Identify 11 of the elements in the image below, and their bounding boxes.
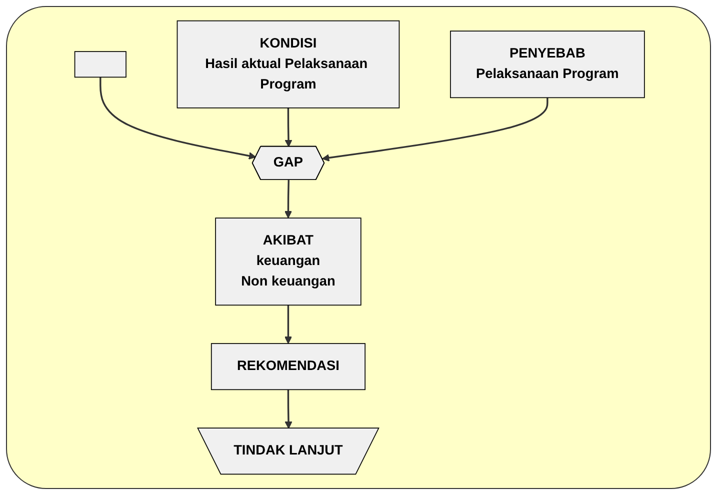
node-box: KONDISI Hasil aktual Pelaksanaan Program [176,20,400,108]
node-box [74,51,126,78]
node-box: AKIBAT keuangan Non keuangan [215,218,362,306]
arrow [322,98,548,162]
arrow [99,77,256,160]
node-box: REKOMENDASI [210,343,366,390]
arrow [284,180,292,218]
arrow [284,108,292,148]
node-box: PENYEBAB Pelaksanaan Program [450,30,645,98]
arrow [284,305,292,344]
arrow [284,390,292,429]
